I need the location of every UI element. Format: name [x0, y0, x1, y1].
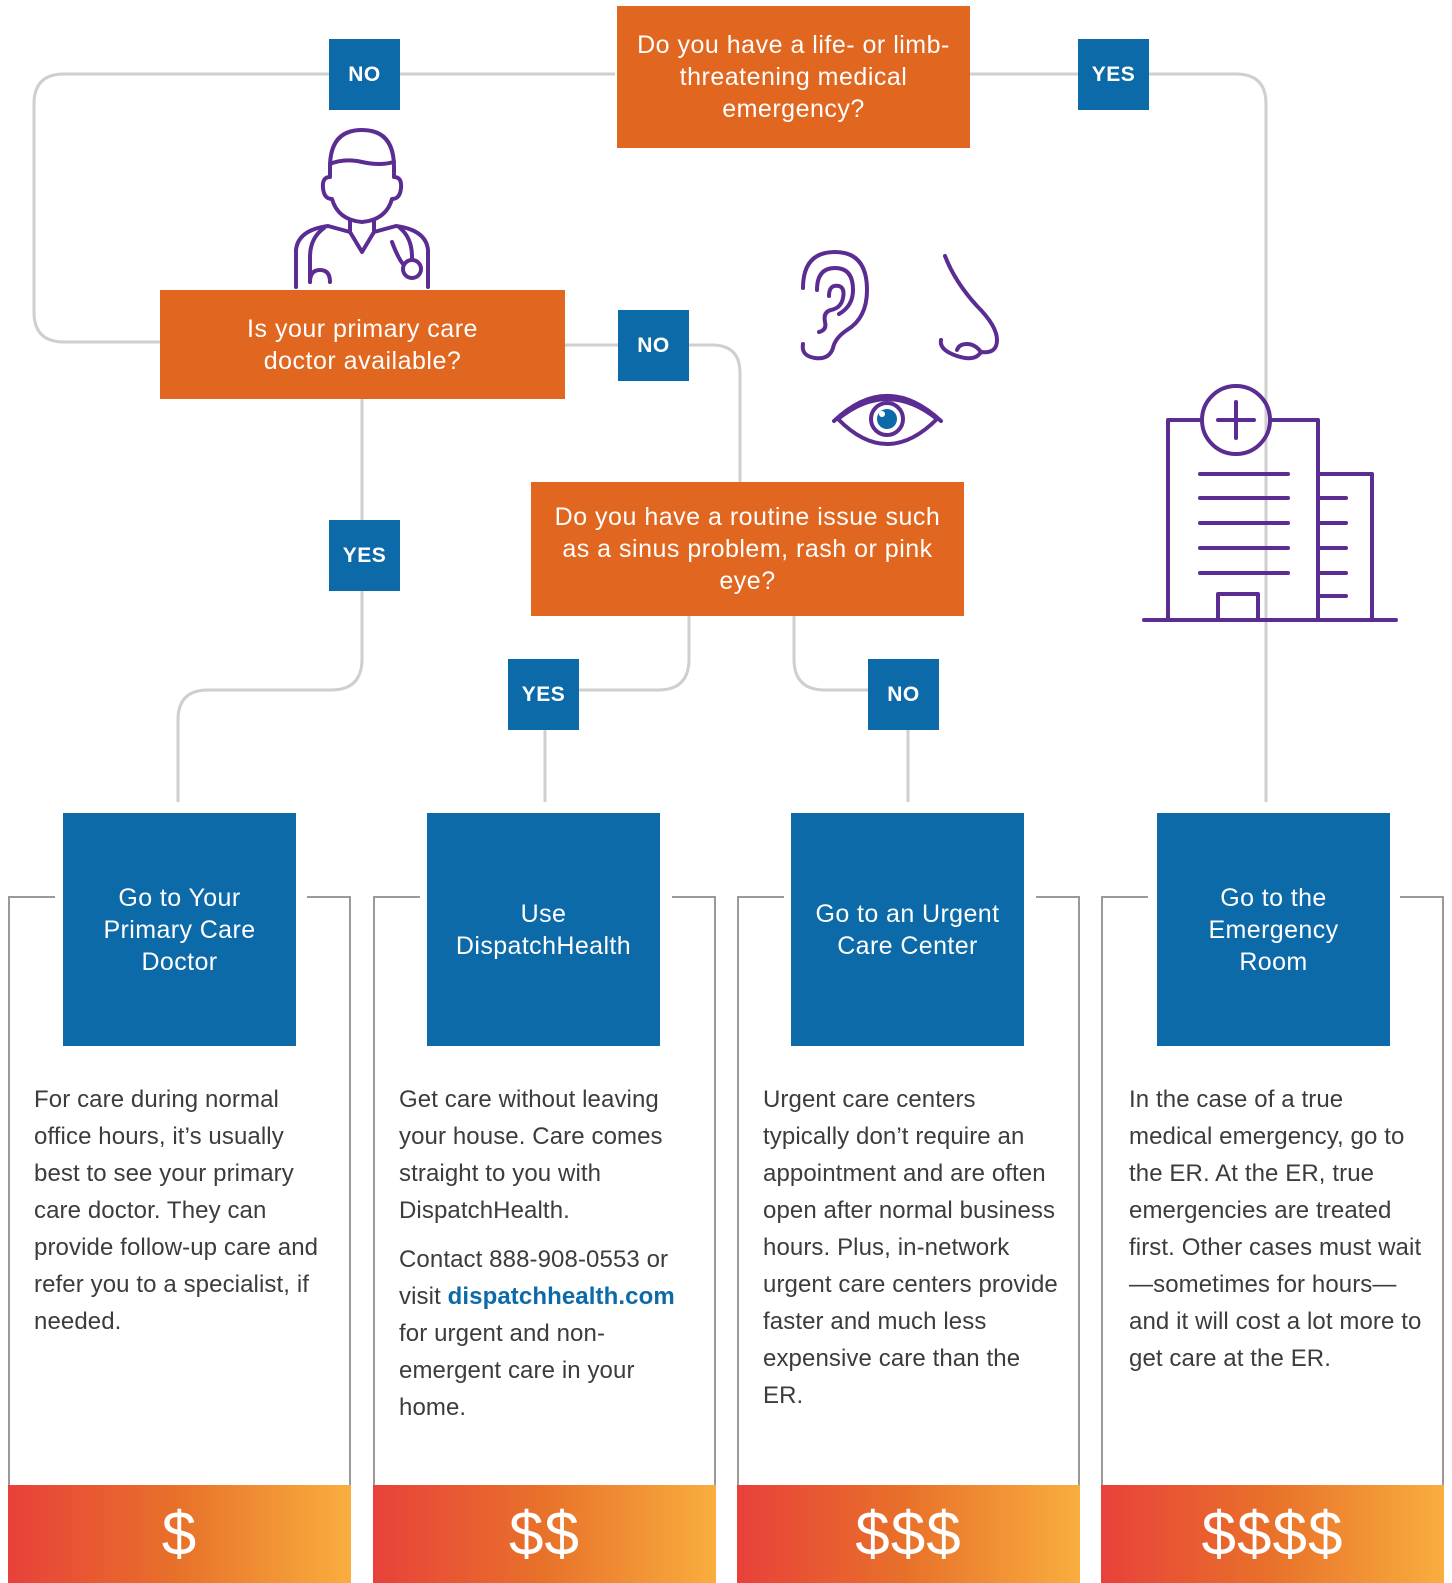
question-emergency: Do you have a life- or limb-threatening …	[617, 6, 970, 148]
destination-primary-care: Go to Your Primary Care Doctor	[63, 813, 296, 1046]
question-primary-available: Is your primary care doctor available?	[160, 290, 565, 399]
contact-dispatchhealth: Contact 888-908-0553 or visit dispatchhe…	[399, 1241, 699, 1426]
destination-emergency-room: Go to the Emergency Room	[1157, 813, 1390, 1046]
tag-routine-yes: YES	[508, 659, 579, 730]
contact-prefix: Contact 888-908-0553 or visit	[399, 1246, 669, 1310]
cost-urgent-care: $$$	[737, 1485, 1080, 1583]
description-primary-care: For care during normal office hours, it’…	[34, 1086, 319, 1335]
cost-dispatchhealth: $$	[373, 1485, 716, 1583]
doctor-icon	[294, 128, 430, 289]
destination-urgent-care: Go to an Urgent Care Center	[791, 813, 1024, 1046]
connector-routine-no	[792, 615, 910, 802]
cost-emergency-room: $$$$	[1101, 1485, 1444, 1583]
ear-icon	[800, 250, 869, 361]
connector-emergency-no	[32, 72, 615, 344]
question-routine: Do you have a routine issue such as a si…	[531, 482, 964, 616]
tag-routine-no: NO	[868, 659, 939, 730]
tag-primary-no: NO	[618, 310, 689, 381]
dispatchhealth-link[interactable]: dispatchhealth.com	[447, 1283, 675, 1310]
connector-primary-no	[562, 343, 742, 482]
tag-primary-yes: YES	[329, 520, 400, 591]
destination-dispatchhealth: Use DispatchHealth	[427, 813, 660, 1046]
nose-icon	[938, 254, 999, 361]
connector-routine-yes	[543, 615, 691, 802]
eye-icon	[832, 394, 943, 446]
tag-emergency-no: NO	[329, 39, 400, 110]
cost-primary-care: $	[8, 1485, 351, 1583]
contact-suffix: for urgent and non-emergent care in your…	[399, 1320, 635, 1421]
description-urgent-care: Urgent care centers typically don’t requ…	[763, 1086, 1058, 1409]
description-dispatchhealth: Get care without leaving your house. Car…	[399, 1081, 699, 1438]
hospital-icon	[1142, 384, 1398, 622]
connector-emergency-yes	[965, 72, 1268, 802]
tag-emergency-yes: YES	[1078, 39, 1149, 110]
connector-primary-yes	[176, 397, 364, 802]
description-dispatchhealth-text: Get care without leaving your house. Car…	[399, 1086, 663, 1224]
description-emergency-room: In the case of a true medical emergency,…	[1129, 1086, 1422, 1372]
